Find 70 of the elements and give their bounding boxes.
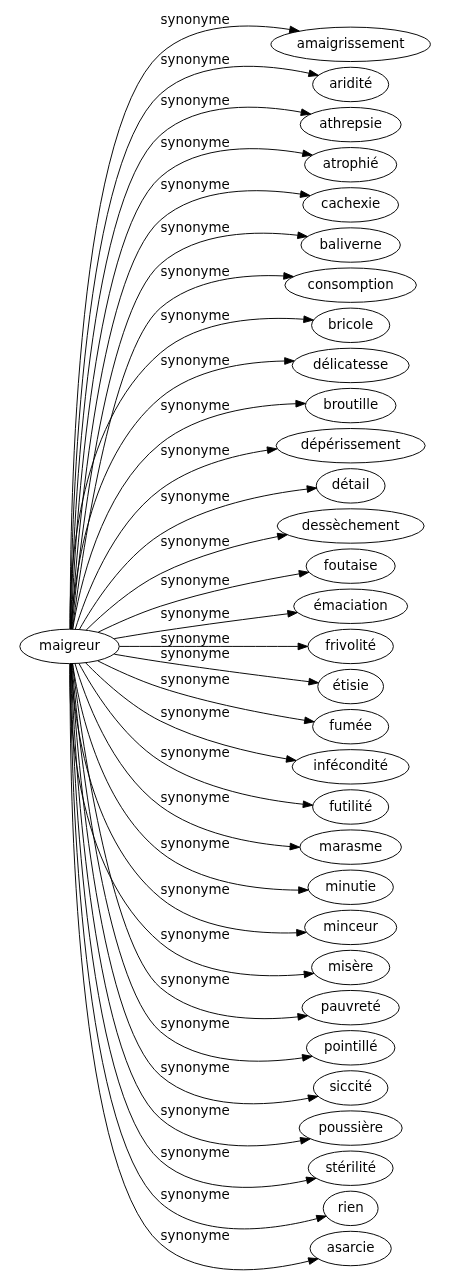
edge-label: synonyme [160,646,230,662]
edge-label: synonyme [160,1059,230,1075]
edge-label: synonyme [160,790,230,806]
edge-label: synonyme [160,927,230,943]
edge-label: synonyme [160,630,230,646]
edge-label: synonyme [160,705,230,721]
node-ellipse: misère [310,949,390,986]
node-ellipse: détail [315,468,386,504]
edge-label: synonyme [160,11,230,27]
node-ellipse: frivolité [306,628,394,665]
node-ellipse: rien [322,1190,379,1227]
node-ellipse: siccité [312,1070,388,1106]
node-ellipse: émaciation [292,588,408,624]
node-ellipse: infécondité [291,749,410,785]
arrow [71,272,294,630]
node-ellipse: délicatesse [291,347,410,384]
arrow [78,485,317,630]
edge-label: synonyme [160,882,230,898]
edge-label: synonyme [160,263,230,279]
node-ellipse: minutie [306,869,394,905]
edge-label: synonyme [160,971,230,987]
node-ellipse: broutille [304,387,396,424]
node-ellipse: étisie [316,668,384,705]
arrow [70,357,295,630]
edge-label: synonyme [160,836,230,852]
node-ellipse: maigreur [18,628,120,665]
edge-label: synonyme [160,219,230,235]
edge-label: synonyme [160,605,230,621]
arrow [84,662,296,763]
arrow [71,399,306,630]
arrow [97,570,309,633]
edge-label: synonyme [160,92,230,108]
node-ellipse: baliverne [300,227,401,263]
node-ellipse: bricole [310,307,390,343]
edge-label: synonyme [160,1102,230,1118]
edge-label: synonyme [160,307,230,323]
arrow [71,663,309,894]
node-ellipse: minceur [303,909,397,946]
edge-label: synonyme [160,534,230,550]
node-ellipse: aridité [311,66,389,103]
arrow [113,610,298,640]
edge-label: synonyme [160,397,230,413]
node-ellipse: pauvreté [301,990,400,1026]
edge-label: synonyme [160,1228,230,1244]
arrow [77,662,313,809]
edge-label: synonyme [160,573,230,589]
edge-label: synonyme [160,489,230,505]
node-ellipse: pointillé [305,1030,395,1066]
arrow [113,653,319,686]
arrow [74,663,300,851]
node-ellipse: foutaise [305,548,396,584]
edge-label: synonyme [160,745,230,761]
node-ellipse: marasme [298,829,402,865]
edge-label: synonyme [160,443,230,459]
edge-label: synonyme [160,671,230,687]
edge-label: synonyme [160,134,230,150]
edge-label: synonyme [160,1015,230,1031]
node-ellipse: dépérissement [275,428,426,464]
edge-label: synonyme [160,1144,230,1160]
edge-label: synonyme [160,1187,230,1202]
arrow [85,532,288,631]
node-ellipse: futilité [311,789,389,825]
arrow [68,315,314,630]
arrow [96,660,315,725]
edge-label: synonyme [160,176,230,192]
edge-label: synonyme [160,51,230,67]
arrow [74,446,277,630]
edge-label: synonyme [160,352,230,368]
arrow [118,642,308,651]
node-ellipse: fumée [311,709,389,745]
